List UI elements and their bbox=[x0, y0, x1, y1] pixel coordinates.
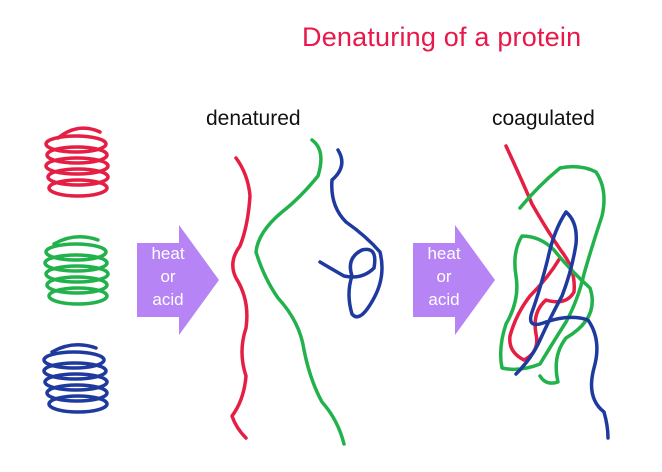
diagram-title: Denaturing of a protein bbox=[302, 22, 582, 52]
green-coil bbox=[43, 235, 110, 306]
arrow-2-line-or: or bbox=[436, 267, 452, 286]
blue-denatured-strand bbox=[318, 148, 384, 319]
arrow-2-line-acid: acid bbox=[428, 290, 460, 309]
green-denatured-strand bbox=[254, 138, 346, 446]
blue-coagulated-strand bbox=[514, 210, 610, 440]
blue-coil bbox=[42, 343, 109, 414]
coagulated-label: coagulated bbox=[492, 107, 595, 130]
red-denatured-strand bbox=[230, 156, 252, 440]
red-coagulated-strand bbox=[504, 144, 576, 362]
arrow-2-line-heat: heat bbox=[427, 244, 461, 263]
arrow-1-line-acid: acid bbox=[152, 290, 184, 309]
arrow-1-label: heat or acid bbox=[137, 242, 199, 311]
arrow-1-line-heat: heat bbox=[151, 244, 185, 263]
heat-or-acid-arrow-2 bbox=[413, 225, 495, 335]
denatured-label: denatured bbox=[206, 107, 301, 130]
red-coil bbox=[44, 126, 110, 198]
arrow-2-label: heat or acid bbox=[413, 242, 475, 311]
heat-or-acid-arrow-1 bbox=[137, 225, 219, 335]
arrow-1-line-or: or bbox=[160, 267, 176, 286]
green-coagulated-strand bbox=[498, 164, 606, 385]
